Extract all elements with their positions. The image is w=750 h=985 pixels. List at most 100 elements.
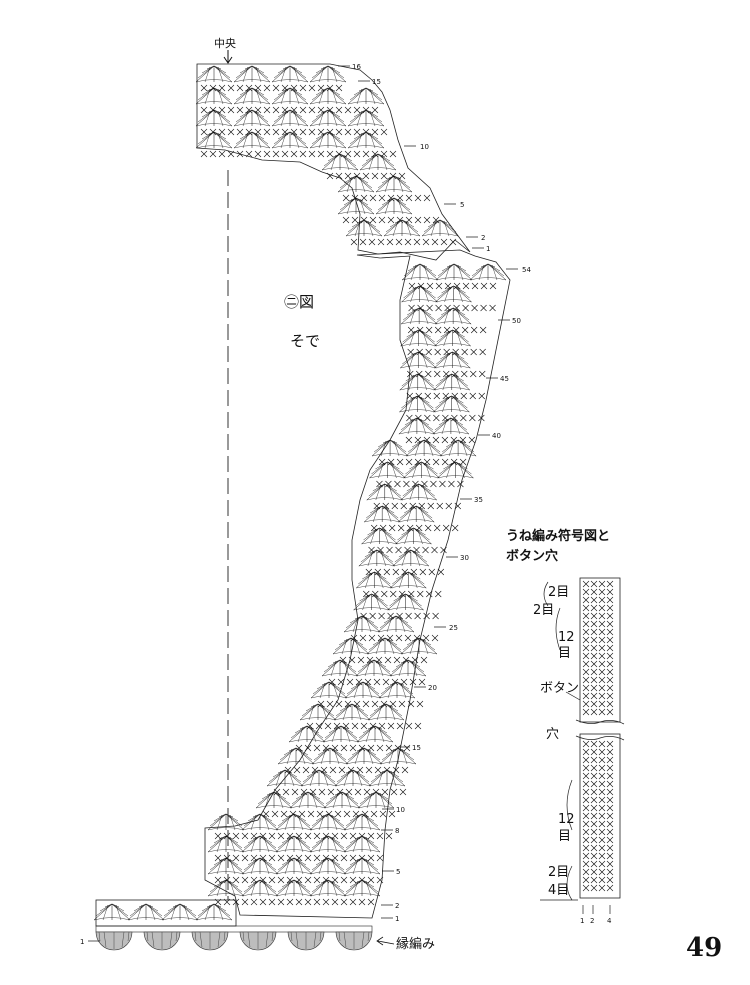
stitch-x (360, 722, 368, 730)
stitch-x (232, 854, 240, 862)
stitch-x (459, 458, 467, 466)
ribbing-side-label: 2目 (548, 585, 569, 600)
stitch-x (383, 568, 391, 576)
rib-stitch-x (606, 604, 614, 612)
stitch-x (377, 238, 385, 246)
rib-stitch-x (582, 628, 590, 636)
stitch-fan (389, 659, 427, 677)
ribbing-side-label: ボタン (540, 681, 579, 696)
rib-stitch-x (606, 588, 614, 596)
rib-stitch-x (606, 612, 614, 620)
stitch-x (227, 106, 235, 114)
ribbing-title-line-1: うね編み符号図と (506, 528, 610, 544)
stitch-x (342, 216, 350, 224)
stitch-x (418, 678, 426, 686)
rib-stitch-x (582, 812, 590, 820)
stitch-x (378, 216, 386, 224)
stitch-x (353, 106, 361, 114)
stitch-x (469, 414, 476, 422)
rib-stitch-x (598, 796, 606, 804)
stitch-x (462, 282, 470, 290)
stitch-fan (332, 637, 370, 655)
stitch-fan (343, 879, 381, 897)
rib-stitch-x (598, 692, 606, 700)
stitch-x (227, 128, 235, 136)
stitch-fan (233, 65, 271, 83)
stitch-x (286, 898, 294, 906)
rib-stitch-x (582, 780, 590, 788)
edging-shell (239, 931, 277, 951)
stitch-x (423, 194, 431, 202)
stitch-x (298, 810, 306, 818)
stitch-fan (300, 769, 338, 787)
stitch-x (304, 876, 312, 884)
rib-stitch-x (590, 700, 598, 708)
stitch-fan (288, 725, 326, 743)
stitch-fan (366, 637, 404, 655)
rib-stitch-x (598, 644, 606, 652)
rib-stitch-x (582, 580, 590, 588)
stitch-x (299, 128, 307, 136)
stitch-x (399, 788, 407, 796)
stitch-x (218, 150, 226, 158)
stitch-x (430, 480, 437, 488)
stitch-x (440, 546, 447, 554)
rib-stitch-x (582, 692, 590, 700)
rib-stitch-x (606, 692, 614, 700)
rib-stitch-x (606, 812, 614, 820)
rib-stitch-x (590, 612, 598, 620)
rib-stitch-x (606, 796, 614, 804)
rib-stitch-x (598, 676, 606, 684)
stitch-x (422, 238, 430, 246)
stitch-x (434, 326, 442, 334)
rib-stitch-x (598, 636, 606, 644)
rib-stitch-x (598, 860, 606, 868)
stitch-x (433, 370, 441, 378)
stitch-fan (309, 835, 347, 853)
stitch-fan (433, 395, 470, 413)
stitch-x (425, 348, 432, 356)
stitch-x (471, 304, 478, 312)
edging-shell (335, 931, 373, 951)
row-label-sleeve: 15 (412, 744, 421, 752)
stitch-x (340, 832, 348, 840)
row-label-sleeve: 8 (395, 827, 399, 835)
stitch-x (200, 84, 208, 92)
rib-stitch-x (582, 620, 590, 628)
stitch-x (471, 282, 479, 290)
stitch-x (299, 150, 307, 158)
row-label-sleeve: 50 (512, 317, 521, 325)
stitch-x (393, 656, 401, 664)
stitch-x (313, 854, 321, 862)
stitch-fan (361, 527, 398, 545)
rib-stitch-x (582, 860, 590, 868)
rib-stitch-x (590, 788, 598, 796)
stitch-x (378, 194, 386, 202)
rib-stitch-x (590, 812, 598, 820)
rib-stitch-x (606, 772, 614, 780)
rib-stitch-x (590, 748, 598, 756)
stitch-x (200, 128, 208, 136)
stitch-fan (321, 659, 359, 677)
stitch-x (435, 304, 442, 312)
stitch-x (344, 128, 352, 136)
stitch-x (369, 216, 377, 224)
rib-stitch-x (598, 804, 606, 812)
stitch-x (435, 282, 443, 290)
stitch-x (414, 216, 422, 224)
stitch-x (396, 458, 404, 466)
stitch-fan (93, 903, 131, 921)
stitch-x (277, 854, 285, 862)
rib-stitch-x (598, 812, 606, 820)
stitch-x (376, 854, 384, 862)
rib-stitch-x (606, 668, 614, 676)
rib-stitch-x (582, 708, 590, 716)
stitch-fan (309, 109, 347, 127)
stitch-x (419, 568, 427, 576)
stitch-x (437, 568, 445, 576)
rib-stitch-x (590, 884, 598, 892)
stitch-x (441, 436, 449, 444)
ribbing-side-label: 12 (558, 812, 575, 827)
stitch-x (386, 546, 393, 554)
rib-stitch-x (598, 828, 606, 836)
